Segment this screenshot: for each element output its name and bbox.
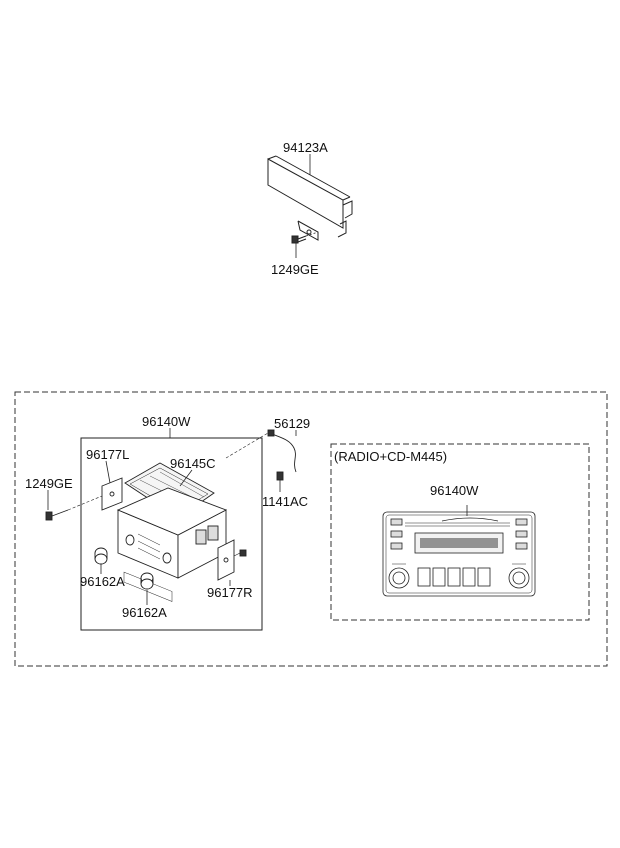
label-94123A: 94123A: [283, 140, 328, 155]
radio-faceplate-drawing: [382, 505, 536, 597]
audio-unit-drawing: [45, 428, 297, 605]
variant-panel-title: (RADIO+CD-M445): [334, 449, 447, 464]
audio-unit-box: [80, 437, 263, 631]
bolt-1249GE-top-drawing: [291, 231, 319, 258]
label-96162A-2: 96162A: [122, 605, 167, 620]
label-1141AC: 1141AC: [262, 494, 308, 509]
lower-assembly-frame: [14, 391, 608, 667]
variant-panel-part-label: 96140W: [430, 483, 479, 498]
label-96145C: 96145C: [170, 456, 216, 471]
label-1249GE: 1249GE: [25, 476, 73, 491]
label-96140W: 96140W: [142, 414, 191, 429]
variant-panel-frame: [330, 443, 590, 621]
label-96177R: 96177R: [207, 585, 253, 600]
bracket-94123A-drawing: [267, 155, 353, 241]
label-96162A-1: 96162A: [80, 574, 125, 589]
label-56129: 56129: [274, 416, 310, 431]
upper-assembly: [267, 154, 353, 258]
label-96177L: 96177L: [86, 447, 129, 462]
label-1249GE-top: 1249GE: [271, 262, 319, 277]
